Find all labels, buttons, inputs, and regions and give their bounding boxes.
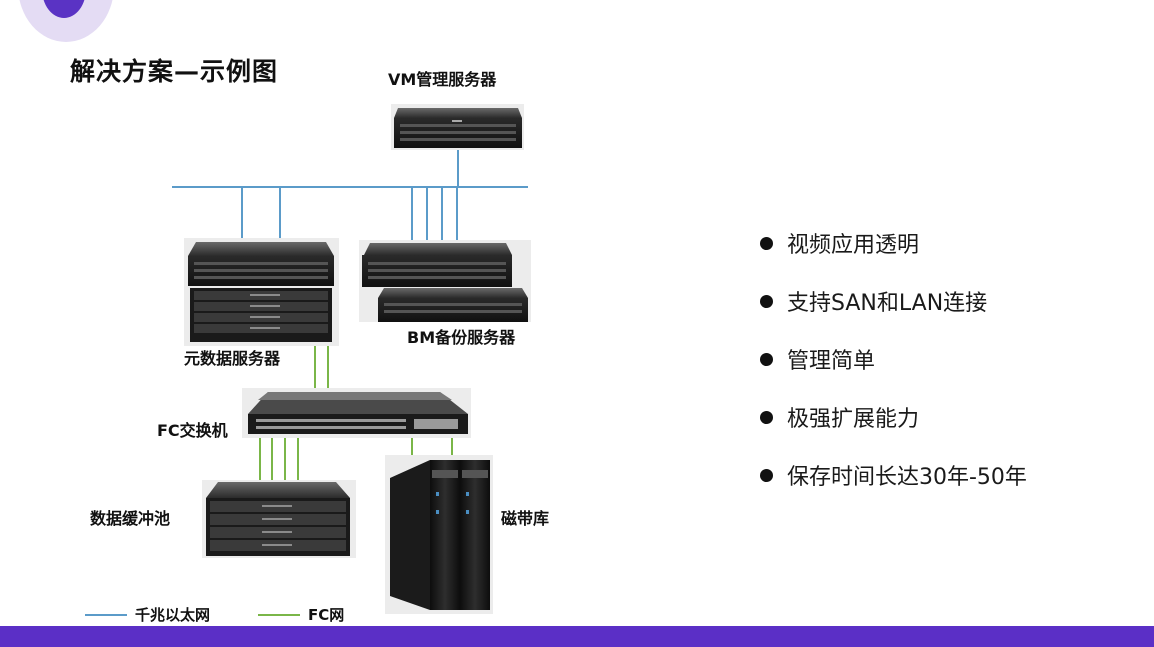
feature-item: 保存时间长达30年-50年 bbox=[760, 446, 1027, 504]
feature-item: 管理简单 bbox=[760, 330, 1027, 388]
bullet-dot-icon bbox=[760, 352, 773, 366]
fc-switch-icon bbox=[242, 388, 471, 438]
feature-item: 极强扩展能力 bbox=[760, 388, 1027, 446]
meta-server-icon bbox=[184, 238, 339, 346]
tape-library-icon bbox=[385, 455, 493, 614]
legend-ethernet-swatch bbox=[85, 613, 127, 616]
feature-item: 支持SAN和LAN连接 bbox=[760, 272, 1027, 330]
legend-fc: FC网 bbox=[258, 604, 344, 625]
feature-item: 视频应用透明 bbox=[760, 214, 1027, 272]
buffer-pool-label: 数据缓冲池 bbox=[90, 509, 171, 528]
feature-text: 支持SAN和LAN连接 bbox=[787, 291, 988, 316]
vm-server-label: VM管理服务器 bbox=[388, 70, 497, 89]
bottom-accent-bar bbox=[0, 626, 1154, 647]
meta-server-label: 元数据服务器 bbox=[184, 349, 281, 368]
legend-fc-label: FC网 bbox=[308, 606, 345, 624]
bullet-dot-icon bbox=[760, 410, 773, 424]
fc-switch-label: FC交换机 bbox=[157, 421, 228, 440]
decorative-circle-inner bbox=[42, 0, 86, 18]
bm-server-icon bbox=[359, 240, 531, 322]
bullet-dot-icon bbox=[760, 236, 773, 250]
ethernet-links bbox=[172, 150, 528, 240]
feature-list: 视频应用透明 支持SAN和LAN连接 管理简单 极强扩展能力 保存时间长达30年… bbox=[760, 214, 1027, 504]
feature-text: 管理简单 bbox=[787, 349, 876, 374]
bullet-dot-icon bbox=[760, 294, 773, 308]
bm-server-label: BM备份服务器 bbox=[407, 328, 516, 347]
vm-server-icon bbox=[391, 104, 524, 150]
network-diagram bbox=[172, 104, 531, 614]
legend-ethernet: 千兆以太网 bbox=[85, 604, 210, 625]
buffer-pool-icon bbox=[202, 480, 356, 558]
tape-library-label: 磁带库 bbox=[501, 509, 550, 528]
bullet-dot-icon bbox=[760, 468, 773, 482]
fc-links bbox=[259, 344, 453, 482]
page-title: 解决方案—示例图 bbox=[70, 57, 279, 86]
feature-text: 视频应用透明 bbox=[787, 233, 920, 258]
feature-text: 保存时间长达30年-50年 bbox=[787, 465, 1027, 490]
legend-ethernet-label: 千兆以太网 bbox=[135, 606, 211, 624]
feature-text: 极强扩展能力 bbox=[787, 407, 920, 432]
legend-fc-swatch bbox=[258, 613, 300, 616]
